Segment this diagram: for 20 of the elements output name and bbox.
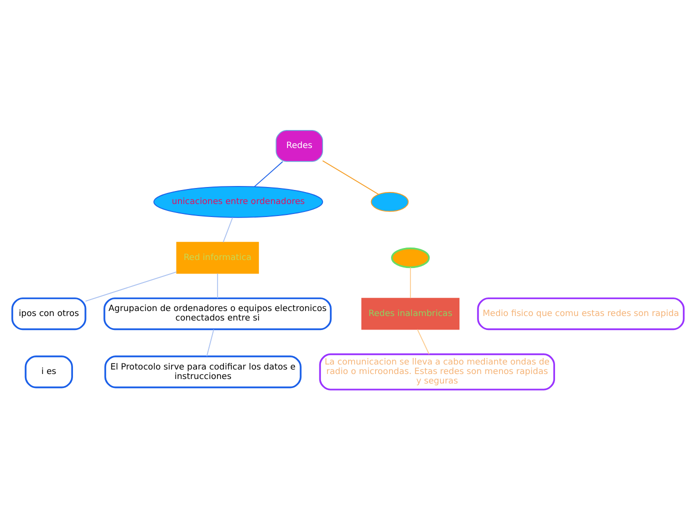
node-ellipse: unicaciones entre ordenadores (153, 186, 324, 218)
node-box: Agrupacion de ordenadores o equipos electronicos conectados entre si (104, 297, 332, 330)
node-box: Red informatica (176, 242, 259, 274)
node-ellipse (391, 248, 430, 268)
connector (417, 329, 430, 355)
node-box: ipos con otros (11, 297, 86, 330)
connector (322, 160, 379, 195)
node-box: La comunicacion se lleva a cabo mediante ondas de radio o microondas. Estas redes son menos rapidas y seguras (319, 353, 556, 390)
node-box: i es (24, 356, 73, 388)
connector (410, 267, 411, 299)
node-box: Medio fisico que comu estas redes son rapida (477, 297, 685, 330)
connector (85, 271, 177, 302)
connector (254, 161, 284, 188)
node-ellipse (370, 192, 409, 212)
node-box: Redes inalambricas (361, 298, 460, 330)
connector (206, 329, 214, 357)
node-box: El Protocolo sirve para codificar los datos e instrucciones (104, 356, 302, 388)
connector (222, 217, 234, 243)
connector (217, 273, 218, 299)
node-box: Redes (276, 130, 324, 162)
